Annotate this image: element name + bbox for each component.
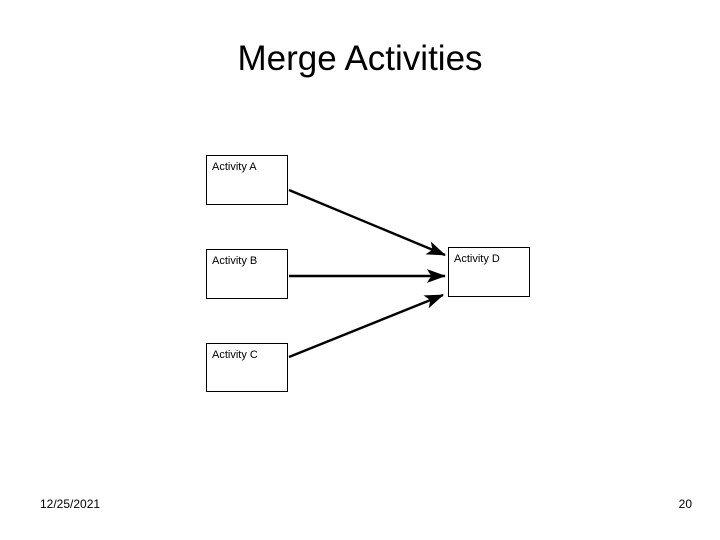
activity-node-b-label: Activity B bbox=[212, 255, 258, 267]
page-title: Merge Activities bbox=[237, 39, 483, 78]
arrow-a-to-d bbox=[288, 188, 446, 257]
arrow-c-to-d bbox=[288, 293, 444, 359]
activity-node-c-label: Activity C bbox=[212, 349, 258, 361]
activity-node-d[interactable]: Activity D bbox=[448, 247, 530, 297]
activity-node-a[interactable]: Activity A bbox=[206, 155, 288, 205]
activity-node-d-label: Activity D bbox=[454, 253, 500, 265]
activity-node-a-label: Activity A bbox=[212, 161, 257, 173]
footer-date: 12/25/2021 bbox=[40, 497, 101, 511]
activity-node-b[interactable]: Activity B bbox=[206, 249, 288, 299]
footer-page-number: 20 bbox=[678, 497, 692, 511]
activity-node-c[interactable]: Activity C bbox=[206, 343, 288, 392]
